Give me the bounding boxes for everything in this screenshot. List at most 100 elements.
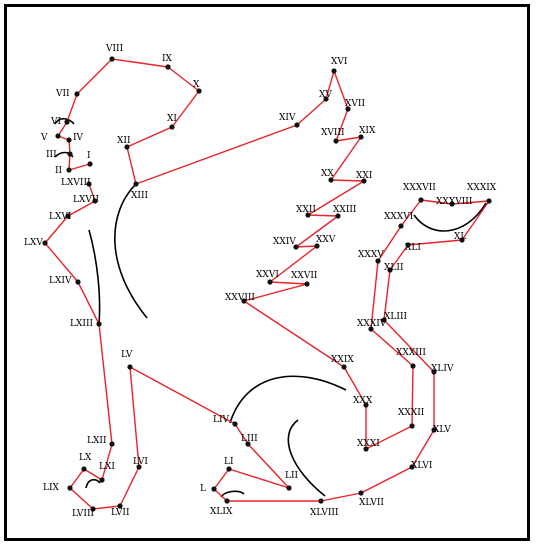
label-lviii: LVIII: [72, 509, 95, 519]
label-xlix: XLIX: [210, 507, 233, 517]
dot-x: [196, 88, 202, 94]
dot-xlvii: [358, 490, 364, 496]
dot-lxiv: [75, 279, 81, 285]
label-l: L: [200, 484, 206, 494]
label-xxviii: XXVIII: [225, 293, 255, 303]
label-lix: LIX: [43, 483, 60, 493]
dot-lxv: [42, 240, 48, 246]
label-xxxv: XXXV: [358, 250, 384, 260]
dot-xvii: [345, 106, 351, 112]
label-xviii: XVIII: [321, 128, 345, 138]
label-lxiii: LXIII: [70, 319, 93, 329]
dot-xxxviii: [449, 201, 455, 207]
dot-to-dot-diagram: IIIIIIIVVVIVIIVIIIIXXXIXIIXIIIXIVXVXVIXV…: [24, 44, 497, 519]
dot-xviii: [333, 138, 339, 144]
dot-v: [55, 133, 61, 139]
label-iii: III: [46, 150, 57, 160]
label-lii: LII: [285, 471, 299, 481]
dot-xix: [358, 134, 364, 140]
dot-lx: [81, 466, 87, 472]
dot-li: [226, 466, 232, 472]
label-lvi: LVI: [133, 457, 148, 467]
label-xii: XII: [117, 136, 131, 146]
dot-xxxvi: [398, 223, 404, 229]
dot-vii: [74, 91, 80, 97]
label-xlvii: XLVII: [359, 498, 384, 508]
dot-xi: [169, 124, 175, 130]
connect-line: [44, 58, 490, 510]
dot-lxii: [109, 441, 115, 447]
label-xliii: XLIII: [384, 312, 407, 322]
label-xiv: XIV: [279, 113, 296, 123]
dot-xvi: [331, 68, 337, 74]
label-xxix: XXIX: [331, 355, 354, 365]
dot-lii: [286, 485, 292, 491]
dot-xxviii: [241, 298, 247, 304]
label-lxiv: LXIV: [49, 276, 72, 286]
label-xliv: XLIV: [431, 364, 454, 374]
dot-xx: [328, 177, 334, 183]
label-xlii: XLII: [384, 263, 404, 273]
dot-xxxiii: [410, 363, 416, 369]
dot-xii: [124, 144, 130, 150]
label-xvii: XVII: [345, 99, 365, 109]
dot-lv: [127, 364, 133, 370]
dot-iii: [67, 151, 73, 157]
label-xxx: XXX: [353, 396, 373, 406]
dot-xiii: [133, 181, 139, 187]
label-lx: LX: [79, 453, 92, 463]
label-lxii: LXII: [87, 436, 107, 446]
label-i: I: [87, 151, 91, 161]
dot-liii: [245, 441, 251, 447]
dot-vi: [64, 119, 70, 125]
label-xvi: XVI: [331, 57, 348, 67]
label-lxviii: LXVIII: [61, 178, 91, 188]
label-liv: LIV: [213, 415, 230, 425]
label-lxvii: LXVII: [73, 195, 99, 205]
label-xlviii: XLVIII: [310, 508, 339, 518]
dot-xxxi: [363, 446, 369, 452]
label-xxvii: XXVII: [291, 271, 318, 281]
dot-xxvii: [304, 281, 310, 287]
dot-viii: [109, 56, 115, 62]
label-xxxix: XXXIX: [467, 183, 497, 193]
dot-xli: [405, 242, 411, 248]
dot-xliv: [431, 369, 437, 375]
label-xlvi: XLVI: [411, 461, 433, 471]
label-ii: II: [55, 166, 63, 176]
dot-xxi: [361, 178, 367, 184]
back-paw-stroke: [220, 490, 245, 498]
label-xxxviii: XXXVIII: [436, 197, 473, 207]
dot-iv: [66, 137, 72, 143]
dot-lxvi: [65, 213, 71, 219]
connect-path: [44, 58, 490, 510]
chest-line: [88, 229, 101, 325]
dot-ix: [165, 64, 171, 70]
label-xxi: XXI: [356, 171, 373, 181]
label-xxxvii: XXXVII: [403, 183, 436, 193]
dot-xxx: [363, 402, 369, 408]
neck-curve: [114, 183, 148, 319]
back-leg-curve: [287, 419, 326, 497]
dot-xxxvii: [418, 197, 424, 203]
label-xv: XV: [319, 90, 332, 100]
dot-xxii: [305, 212, 311, 218]
dot-ii: [66, 167, 72, 173]
label-lxi: LXI: [99, 462, 115, 472]
dot-liv: [232, 421, 238, 427]
label-xlv: XLV: [433, 425, 451, 435]
label-li: LI: [224, 457, 234, 467]
labels: IIIIIIIVVVIVIIVIIIIXXXIXIIXIIIXIVXVXVIXV…: [24, 44, 497, 519]
label-ix: IX: [162, 54, 173, 64]
dot-lxviii: [86, 181, 92, 187]
dot-lviii: [90, 506, 96, 512]
label-xiii: XIII: [131, 191, 149, 201]
dot-lvi: [136, 464, 142, 470]
label-iv: IV: [73, 133, 84, 143]
label-xi: XI: [167, 114, 177, 124]
dot-lxiii: [96, 321, 102, 327]
label-xx: XX: [321, 169, 334, 179]
label-x: X: [193, 80, 200, 90]
label-xxvi: XXVI: [256, 270, 279, 280]
